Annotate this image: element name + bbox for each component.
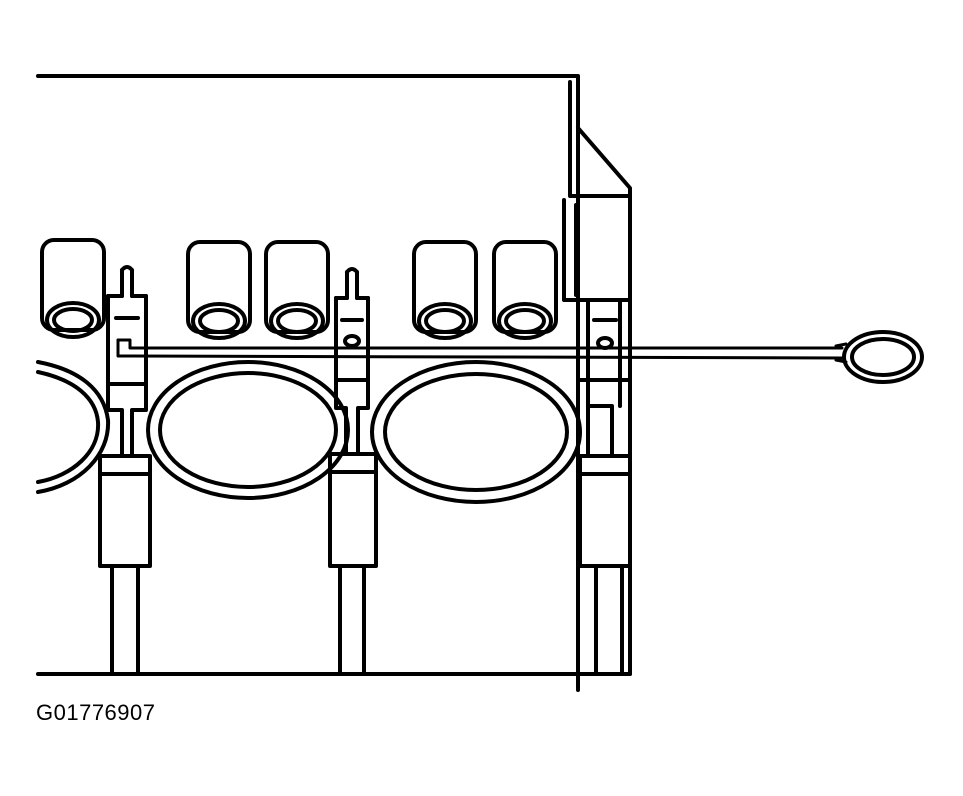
bearing-web-3 xyxy=(578,298,632,676)
cylinder-bore-1 xyxy=(146,360,350,500)
lifter-5 xyxy=(492,240,558,340)
lifter-1 xyxy=(40,238,106,339)
probe-ring-handle xyxy=(842,330,924,384)
figure-id-label: G01776907 xyxy=(36,700,156,725)
oil-gallery-probe-tool xyxy=(116,338,848,364)
lifter-3 xyxy=(264,240,330,340)
cylinder-bore-2 xyxy=(370,360,582,504)
lifter-4 xyxy=(412,240,478,340)
lifter-2 xyxy=(186,240,252,340)
cylinder-bore-left-partial xyxy=(36,360,111,494)
bearing-web-1 xyxy=(98,265,152,676)
bearing-web-2 xyxy=(328,267,378,676)
